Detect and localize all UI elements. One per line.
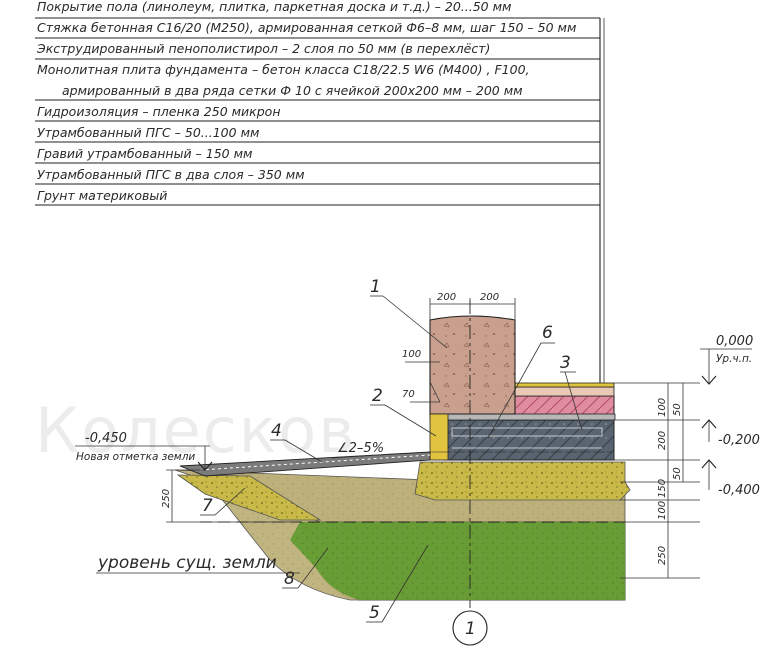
layer-0: Покрытие пола (линолеум, плитка, паркетн…	[37, 0, 511, 14]
elevation-ground: -0,450 Новая отметка земли	[75, 431, 213, 471]
blind-area-hatch	[199, 454, 431, 471]
ground-section	[174, 461, 631, 601]
wall	[429, 315, 612, 461]
layer-7: Гравий утрамбованный – 150 мм	[37, 146, 252, 161]
elev-top-value: 0,000	[716, 334, 753, 349]
dim-r250: 250	[657, 546, 668, 565]
axis-label: 1	[465, 619, 476, 639]
layer-3: Монолитная плита фундамента – бетон клас…	[37, 62, 530, 77]
elev-ground-value: -0,450	[85, 431, 127, 446]
elev-low-value: -0,400	[718, 483, 760, 498]
dim-70: 70	[402, 389, 415, 400]
layer-5: Гидроизоляция – пленка 250 микрон	[37, 104, 281, 119]
callout-5: 5	[369, 603, 380, 623]
elev-top-note: Ур.ч.п.	[716, 353, 752, 365]
dim-r100: 100	[657, 398, 668, 417]
layer-1: Стяжка бетонная С16/20 (М250), армирован…	[37, 20, 576, 35]
elevation-low: -0,400	[701, 459, 760, 498]
callout-7: 7	[202, 496, 213, 516]
top-dimensions: 200 200 100 70	[402, 292, 516, 403]
callout-6: 6	[542, 323, 553, 343]
slope-label: ∠2–5%	[337, 441, 384, 456]
dim-r200: 200	[657, 431, 668, 450]
layer-4: армированный в два ряда сетки Ф 10 с яче…	[62, 83, 523, 98]
layer-8: Утрамбованный ПГС в два слоя – 350 мм	[37, 167, 305, 182]
right-dimensions: 100 50 200 150 50 100 250	[612, 382, 700, 579]
layer-9: Грунт материковый	[37, 188, 167, 203]
dim-r50: 50	[672, 403, 683, 416]
slab-section	[429, 382, 616, 461]
left-dimension: 250	[161, 469, 300, 523]
elevation-top: 0,000 Ур.ч.п.	[700, 334, 753, 385]
dim-r100b: 100	[657, 501, 668, 520]
dim-l250: 250	[161, 489, 172, 508]
dim-wall-left: 200	[437, 292, 456, 303]
dim-100: 100	[402, 349, 421, 360]
slope-value: 2–5%	[349, 441, 384, 456]
callout-8: 8	[284, 569, 295, 589]
layer-6: Утрамбованный ПГС – 50...100 мм	[37, 125, 259, 140]
elev-mid-value: -0,200	[718, 433, 760, 448]
axis-circle	[452, 610, 488, 646]
dim-wall-right: 200	[480, 292, 499, 303]
callout-2: 2	[372, 386, 383, 406]
layer-list: Покрытие пола (линолеум, плитка, паркетн…	[35, 0, 605, 383]
callout-4: 4	[271, 421, 282, 441]
elevation-mid: -0,200	[701, 419, 760, 448]
callout-3: 3	[560, 353, 571, 373]
watermark: Колесков	[35, 394, 357, 467]
dim-r150: 150	[657, 479, 668, 498]
layer-2: Экструдированный пенополистирол – 2 слоя…	[36, 41, 490, 56]
ground-level-label: уровень сущ. земли	[97, 553, 277, 573]
elev-ground-note: Новая отметка земли	[76, 451, 195, 463]
callouts: 1 2 3 6 4 7 8 5	[200, 277, 583, 623]
dim-r50b: 50	[672, 467, 683, 480]
callout-1: 1	[370, 277, 381, 297]
